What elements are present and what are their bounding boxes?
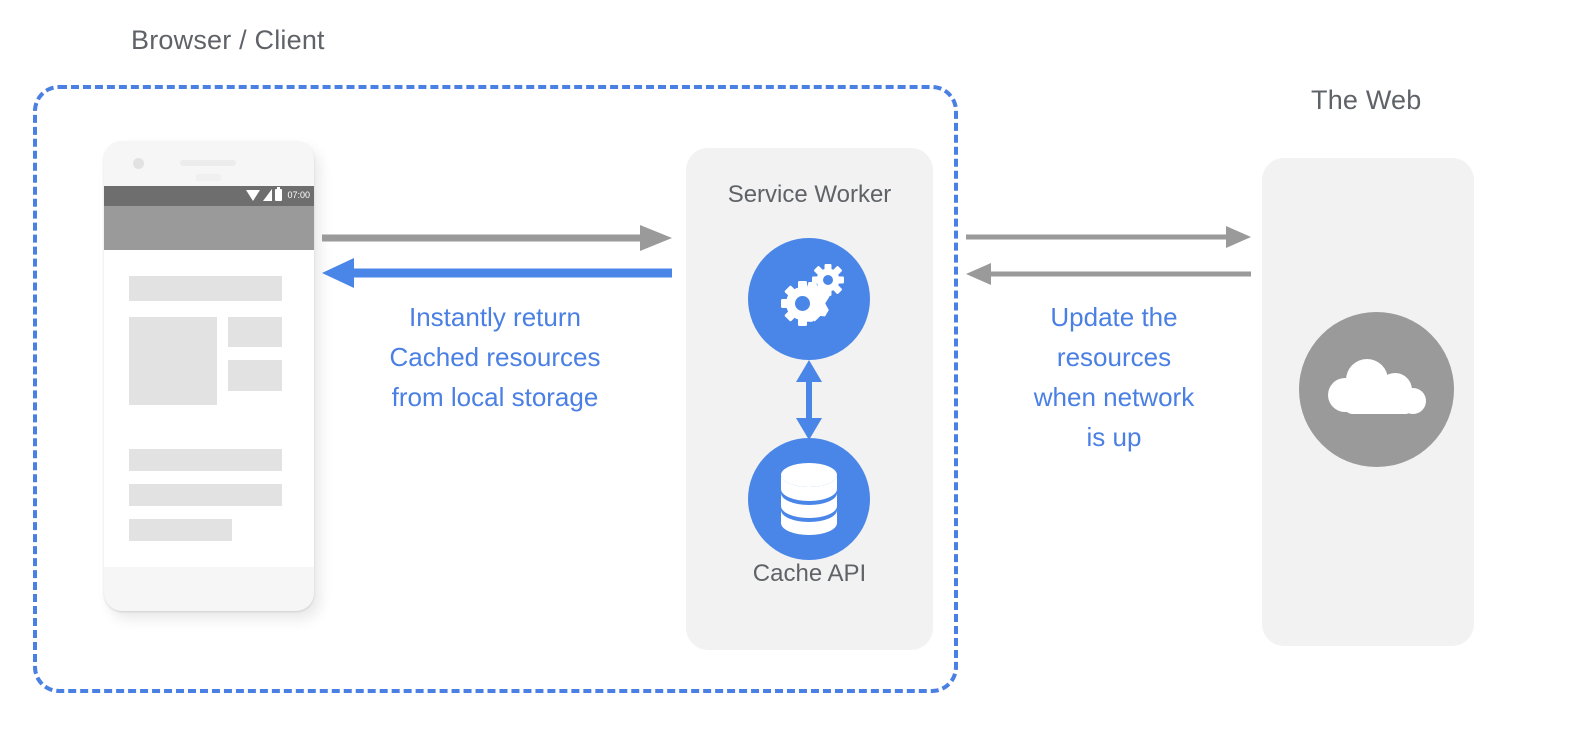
phone-status-time: 07:00 — [287, 190, 310, 200]
content-placeholder-side-2 — [228, 360, 282, 391]
phone-sensor-icon — [196, 174, 221, 181]
phone-screen: 07:00 — [104, 186, 314, 567]
client-boundary-box — [33, 85, 958, 693]
annotation-left-line-3: from local storage — [391, 382, 599, 412]
phone-status-bar: 07:00 — [104, 186, 314, 206]
arrow-web-to-service-worker — [966, 263, 1251, 285]
service-worker-card: Service Worker — [686, 148, 933, 650]
annotation-right-line-2: resources — [1056, 342, 1172, 372]
phone-camera-icon — [133, 158, 144, 169]
annotation-right-line-4: is up — [1086, 422, 1142, 452]
content-placeholder-row-3 — [129, 519, 232, 541]
the-web-label: The Web — [1311, 85, 1422, 115]
annotation-left-line-2: Cached resources — [389, 342, 601, 372]
annotation-right: Update the resources when network is up — [1000, 297, 1228, 457]
battery-icon — [275, 187, 283, 201]
annotation-left: Instantly return Cached resources from l… — [345, 297, 645, 417]
wifi-icon — [246, 189, 261, 201]
phone-app-bar — [104, 206, 314, 250]
arrow-service-worker-to-web — [966, 226, 1251, 248]
arrow-client-to-service-worker — [322, 225, 672, 251]
service-worker-label: Service Worker — [727, 181, 892, 208]
content-placeholder-row-1 — [129, 449, 282, 471]
the-web-card — [1262, 158, 1474, 646]
cache-api-label: Cache API — [752, 560, 867, 587]
phone-speaker-icon — [180, 160, 236, 166]
phone-status-icons: 07:00 — [246, 187, 310, 201]
arrow-service-worker-to-client — [322, 258, 672, 288]
annotation-left-line-1: Instantly return — [409, 302, 581, 332]
database-icon — [748, 438, 870, 560]
arrow-service-worker-cache-sync — [796, 360, 822, 440]
gears-icon — [748, 238, 870, 360]
browser-client-label: Browser / Client — [131, 25, 325, 55]
cloud-icon — [1299, 312, 1454, 467]
annotation-right-line-3: when network — [1033, 382, 1195, 412]
content-placeholder-title — [129, 276, 282, 301]
content-placeholder-hero — [129, 317, 217, 405]
phone-mockup: 07:00 — [104, 141, 314, 611]
content-placeholder-row-2 — [129, 484, 282, 506]
content-placeholder-side-1 — [228, 317, 282, 347]
annotation-right-line-1: Update the — [1050, 302, 1178, 332]
signal-icon — [263, 189, 273, 201]
